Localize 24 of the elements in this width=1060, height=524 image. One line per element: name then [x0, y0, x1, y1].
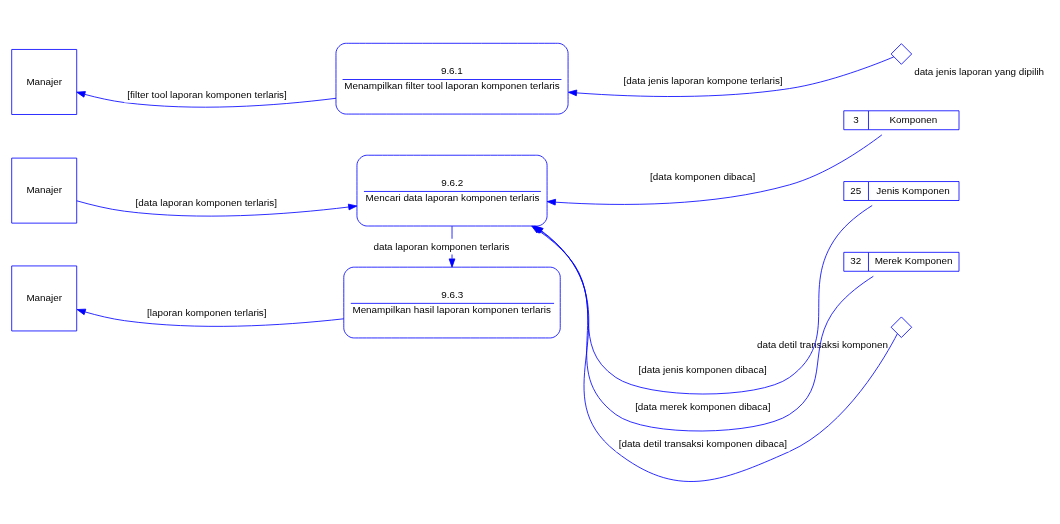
arrow — [76, 199, 358, 216]
node-box: Manajer — [11, 157, 78, 224]
node-box: 9.6.2 Mencari data laporan komponen terlaris — [356, 154, 548, 226]
node-box: Manajer — [11, 265, 78, 331]
node-label: data jenis laporan yang dipilih — [914, 65, 1045, 77]
arrow — [76, 308, 345, 327]
arrow — [546, 133, 883, 205]
node-box: Manajer — [11, 48, 78, 115]
edge-label: [data merek komponen dibaca] — [635, 400, 771, 412]
node-label: data detil transaksi komponen — [756, 338, 888, 350]
edge-label: [data jenis komponen dibaca] — [638, 363, 767, 375]
node-box: 9.6.3 Menampilkan hasil laporan komponen terlaris — [343, 266, 561, 338]
edge-label: [data detil transaksi komponen dibaca] — [618, 437, 787, 449]
edge-label: data laporan komponen terlaris — [373, 240, 510, 252]
edge-label: [data komponen dibaca] — [649, 170, 756, 182]
edge-label: [filter tool laporan komponen terlaris] — [127, 88, 287, 100]
edge-label: [data laporan komponen terlaris] — [135, 196, 277, 208]
edge-label: [laporan komponen terlaris] — [147, 306, 267, 318]
arrow — [76, 90, 337, 108]
node-diamond — [890, 42, 913, 65]
arrow — [567, 56, 895, 97]
node-diamond — [890, 316, 913, 338]
edge-label: [data jenis laporan kompone terlaris] — [623, 74, 783, 86]
node-box: 9.6.1 Menampilkan filter tool laporan komponen terlaris — [335, 42, 569, 114]
